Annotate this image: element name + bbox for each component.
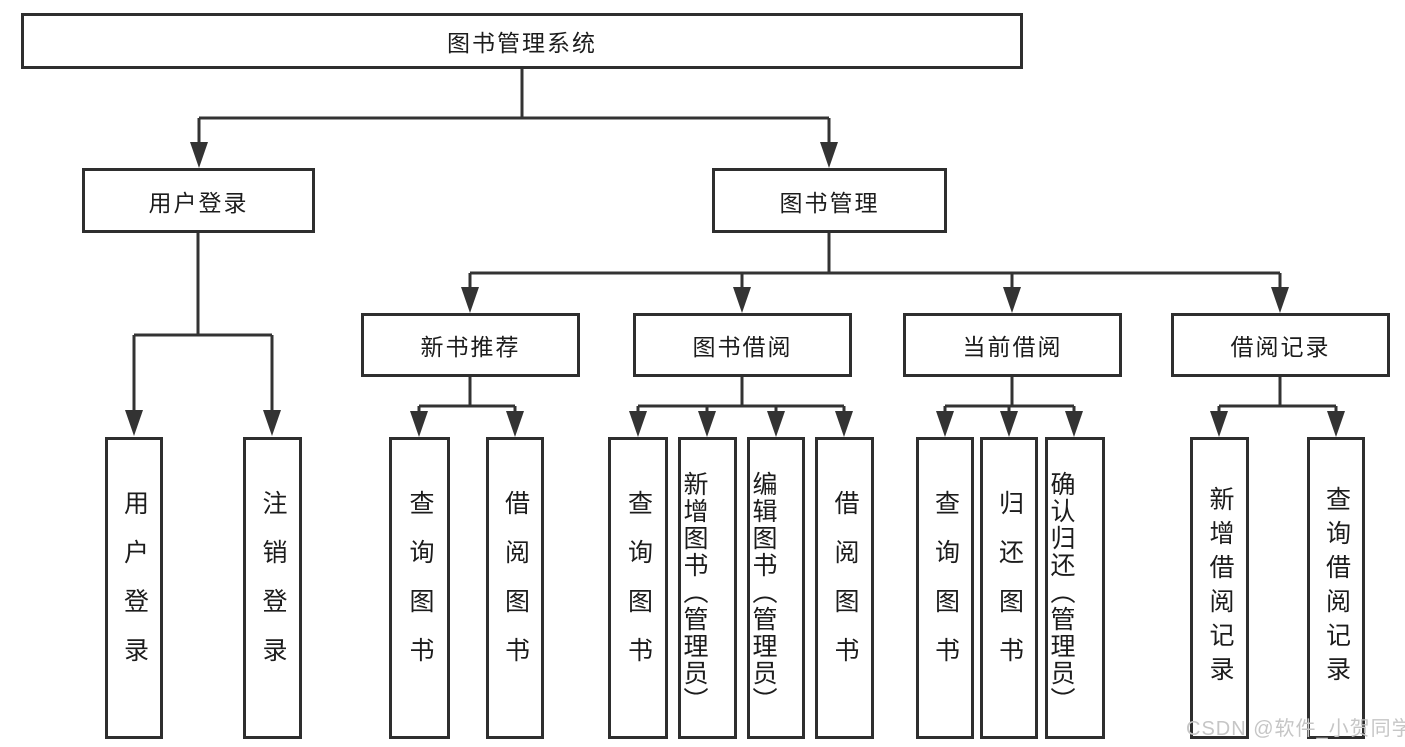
node-label: 图书管理系统: [447, 30, 597, 56]
leaf-user-login: 用户登录: [105, 437, 163, 739]
leaf-query-books-borrowing: 查询图书: [608, 437, 668, 739]
leaf-query-borrow-record: 查询借阅记录: [1307, 437, 1365, 739]
leaf-edit-books-admin: 编辑图书（管理员）: [747, 437, 805, 739]
leaf-label: 查询图书: [624, 490, 653, 686]
leaf-label: 借阅图书: [831, 490, 859, 686]
node-label: 当前借阅: [962, 334, 1063, 360]
csdn-watermark: CSDN @软件_小贺同学: [1186, 718, 1405, 740]
node-current-borrowing: 当前借阅: [903, 313, 1122, 377]
node-book-borrowing: 图书借阅: [633, 313, 852, 377]
node-new-book-recommend: 新书推荐: [361, 313, 580, 377]
leaf-label: 查询借阅记录: [1322, 486, 1351, 690]
leaf-label: 新增图书（管理员）: [680, 470, 708, 714]
node-library-management-system: 图书管理系统: [21, 13, 1023, 69]
leaf-label: 用户登录: [120, 490, 149, 686]
leaf-add-books-admin: 新增图书（管理员）: [678, 437, 737, 739]
leaf-confirm-return-admin: 确认归还（管理员）: [1045, 437, 1105, 739]
node-label: 借阅记录: [1230, 334, 1331, 360]
leaf-label: 借阅图书: [501, 490, 530, 686]
leaf-borrow-books-borrowing: 借阅图书: [815, 437, 874, 739]
node-borrow-records: 借阅记录: [1171, 313, 1390, 377]
node-label: 图书借阅: [692, 334, 793, 360]
leaf-logout: 注销登录: [243, 437, 302, 739]
node-user-login: 用户登录: [82, 168, 315, 233]
node-book-management: 图书管理: [712, 168, 947, 233]
leaf-label: 归还图书: [995, 490, 1024, 686]
leaf-label: 确认归还（管理员）: [1047, 470, 1075, 714]
leaf-query-books-current: 查询图书: [916, 437, 974, 739]
node-label: 用户登录: [148, 189, 249, 216]
leaf-label: 新增借阅记录: [1206, 486, 1234, 690]
leaf-label: 查询图书: [931, 490, 960, 686]
leaf-label: 编辑图书（管理员）: [749, 470, 777, 714]
leaf-label: 注销登录: [259, 490, 287, 686]
leaf-return-books: 归还图书: [980, 437, 1038, 739]
leaf-borrow-books-recommend: 借阅图书: [486, 437, 544, 739]
node-label: 新书推荐: [420, 334, 521, 360]
leaf-label: 查询图书: [406, 490, 434, 686]
leaf-query-books-recommend: 查询图书: [389, 437, 450, 739]
leaf-add-borrow-record: 新增借阅记录: [1190, 437, 1249, 739]
node-label: 图书管理: [779, 189, 880, 216]
